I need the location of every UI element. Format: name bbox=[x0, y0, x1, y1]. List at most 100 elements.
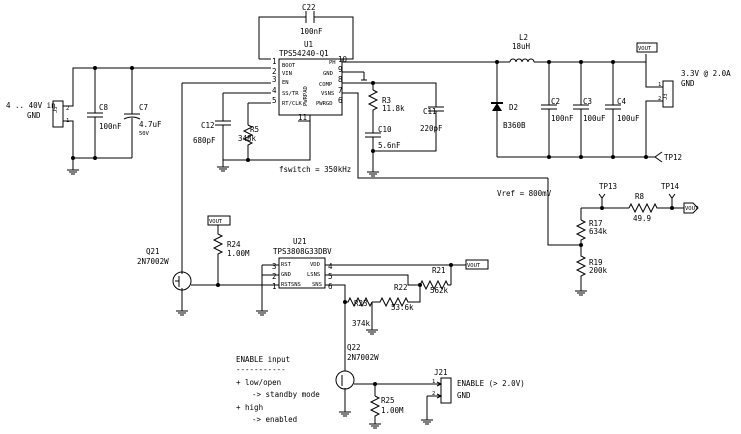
u21-pin3-num: 3 bbox=[272, 262, 277, 271]
l2-value: 18uH bbox=[512, 42, 531, 51]
r5-ref: R5 bbox=[250, 125, 259, 134]
q22-body bbox=[335, 370, 355, 390]
c22-wiring bbox=[258, 11, 354, 60]
junction-r25 bbox=[373, 382, 377, 386]
u1-gnd-stub bbox=[361, 72, 367, 81]
r24-zigzag bbox=[212, 225, 224, 285]
r5-value: 348k bbox=[238, 134, 257, 143]
ground-icon-r23 bbox=[366, 329, 378, 335]
l2-inductor: L2 18uH bbox=[342, 33, 656, 88]
c2-ref: C2 bbox=[551, 97, 560, 106]
vout-r21-box bbox=[465, 259, 489, 270]
enable-note: ENABLE input ----------- + low/open -> s… bbox=[236, 355, 320, 424]
c2-value: 100nF bbox=[551, 114, 574, 123]
ground-icon-divider bbox=[575, 290, 587, 296]
c22-capacitor: C22 100nF bbox=[258, 3, 354, 60]
u1-pin7-num: 7 bbox=[338, 86, 343, 95]
tp12-label: TP12 bbox=[664, 153, 682, 162]
u1-pin-rtclk-label: RT/CLK bbox=[282, 101, 303, 107]
u1-pin-pwrpad-label: PWRPAD bbox=[303, 86, 309, 106]
output-rating: 3.3V @ 2.0A bbox=[681, 69, 731, 78]
u21-pin1-num: 1 bbox=[272, 282, 277, 291]
r24-value: 1.00M bbox=[227, 249, 250, 258]
c12-value: 680pF bbox=[193, 136, 216, 145]
enable-conn-gnd: GND bbox=[457, 391, 471, 400]
tp13-label: TP13 bbox=[599, 182, 617, 191]
u1-pin-pwrgd-label: PWRGD bbox=[316, 101, 333, 107]
r5-zigzag bbox=[223, 124, 254, 161]
u1-regulator: TPS54240-Q1 U1 BOOT VIN EN SS/TR RT/CLK … bbox=[272, 40, 348, 122]
r17-value: 634k bbox=[589, 227, 608, 236]
enable-note-line4: -> enabled bbox=[252, 415, 297, 424]
vout-r24-box bbox=[207, 215, 231, 226]
u1-left-components: C12 680pF R5 348k fswitch = 350kHz bbox=[182, 82, 351, 174]
l2-ref: L2 bbox=[519, 33, 528, 42]
c8-ref: C8 bbox=[99, 103, 109, 112]
ground-icon-u21 bbox=[256, 310, 268, 316]
u1-pin1-num: 1 bbox=[272, 57, 277, 66]
u1-pin3-num: 3 bbox=[272, 75, 277, 84]
vout-label-box bbox=[636, 42, 658, 53]
u1-pin8-num: 8 bbox=[338, 75, 343, 84]
c4-ref: C4 bbox=[617, 97, 627, 106]
c22-ref: C22 bbox=[302, 3, 316, 12]
output-gnd-bus: TP12 bbox=[497, 100, 682, 163]
d2-ref: D2 bbox=[509, 103, 518, 112]
enable-conn-label: ENABLE (> 2.0V) bbox=[457, 379, 525, 388]
u1-pin-vsns-label: VSNS bbox=[321, 91, 334, 97]
fswitch-note: fswitch = 350kHz bbox=[279, 165, 351, 174]
ground-icon-q22 bbox=[339, 411, 351, 417]
junction-gnd-c3 bbox=[579, 155, 583, 159]
c4-symbol bbox=[605, 62, 621, 157]
r19-zigzag bbox=[575, 245, 587, 291]
output-gnd-wire bbox=[497, 100, 656, 158]
ground-icon-j21 bbox=[421, 419, 433, 425]
j3-pin1-num: 1 bbox=[658, 82, 661, 88]
q22-ref: Q22 bbox=[347, 343, 361, 352]
ground-icon-u1 bbox=[217, 160, 229, 172]
r21-zigzag bbox=[419, 279, 451, 291]
u21-pin2-num: 2 bbox=[272, 272, 277, 281]
r22-ref: R22 bbox=[394, 283, 408, 292]
u21-supervisor: U21 TPS3808G33DBV RST GND RSTSNS VDD LSN… bbox=[256, 237, 489, 335]
r25-value: 1.00M bbox=[381, 406, 404, 415]
c10-value: 5.6nF bbox=[378, 141, 401, 150]
input-voltage-label: 4 .. 40V in bbox=[6, 101, 56, 110]
r22-zigzag bbox=[372, 285, 421, 308]
r22-value: 53.6k bbox=[391, 303, 414, 312]
c3-value: 100uF bbox=[583, 114, 606, 123]
junction-r21-r22 bbox=[418, 283, 422, 287]
vout-r24-text: VOUT bbox=[209, 219, 223, 225]
u21-pin-rstsns: RSTSNS bbox=[281, 282, 301, 288]
u21-left-wires bbox=[261, 264, 279, 311]
tp14-marker bbox=[668, 193, 676, 208]
u1-pin-vin-label: VIN bbox=[282, 71, 292, 77]
u21-pin4-num: 4 bbox=[328, 262, 333, 271]
c11-value: 220pF bbox=[420, 124, 443, 133]
r3-value: 11.8k bbox=[382, 104, 405, 113]
r17-ref: R17 bbox=[589, 219, 603, 228]
u1-pin4-num: 4 bbox=[272, 86, 277, 95]
junction-vdd bbox=[449, 263, 453, 267]
ground-icon-comp bbox=[367, 167, 379, 177]
j21-pins bbox=[426, 381, 443, 420]
u1-right-components: R3 11.8k C10 5.6nF C11 220pF Vref = 800m… bbox=[342, 71, 552, 198]
r23-value: 374k bbox=[352, 319, 371, 328]
q22-value: 2N7002W bbox=[347, 353, 379, 362]
r19-value: 200k bbox=[589, 266, 608, 275]
junction-c8-bottom bbox=[93, 156, 97, 160]
q21-ref: Q21 bbox=[146, 247, 160, 256]
u1-pin-gnd-label: GND bbox=[323, 71, 333, 77]
enable-note-line1: + low/open bbox=[236, 378, 281, 387]
j5-body bbox=[52, 100, 64, 128]
d2-value: B360B bbox=[503, 121, 526, 130]
u1-pin5-num: 5 bbox=[272, 96, 277, 105]
j3-body bbox=[662, 80, 674, 108]
junction-c8-top bbox=[93, 66, 97, 70]
input-section: 4 .. 40V in GND J5 2 1 C8 100nF C7 4.7uF… bbox=[6, 66, 271, 175]
divider-wires bbox=[547, 178, 684, 246]
u21-pin-vdd: VDD bbox=[310, 262, 320, 268]
output-gnd: GND bbox=[681, 79, 695, 88]
enable-note-title: ENABLE input bbox=[236, 355, 290, 364]
q21-stage: VOUT R24 1.00M Q21 2N7002W bbox=[137, 83, 273, 316]
